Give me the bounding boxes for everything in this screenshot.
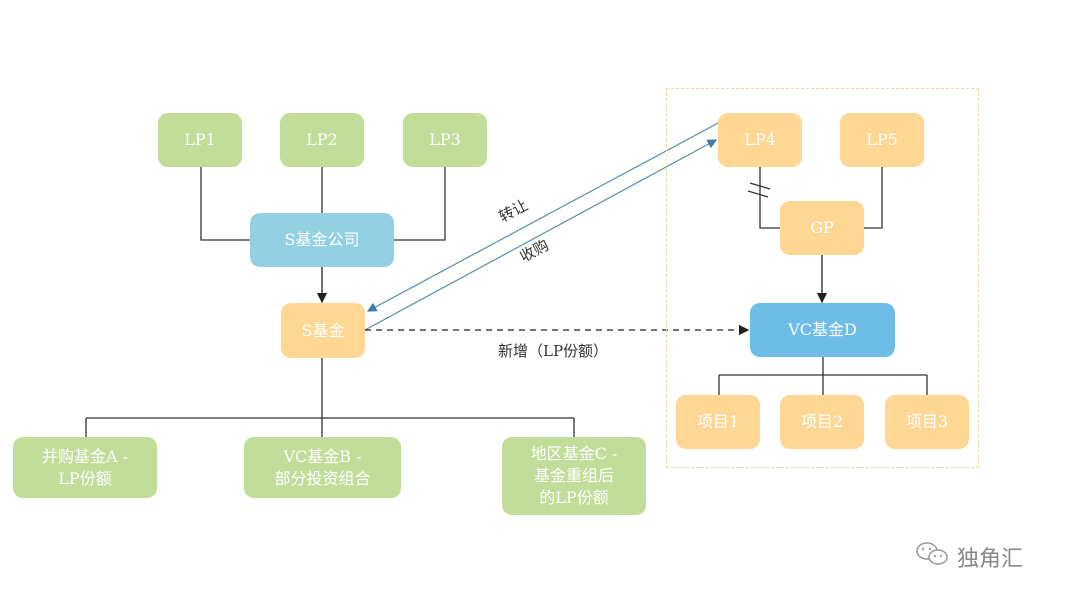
- node-s-fund-company: S基金公司: [250, 213, 394, 267]
- lp-to-s-company-lines: [200, 165, 446, 241]
- node-lp3: LP3: [403, 113, 487, 167]
- edge-label-new-lp: 新增（LP份额）: [498, 342, 609, 360]
- node-lp4: LP4: [718, 113, 802, 167]
- watermark: 独角汇: [915, 540, 1023, 574]
- vc-d-to-projects-lines: [718, 356, 928, 395]
- node-project-3: 项目3: [885, 395, 969, 449]
- node-lp5: LP5: [840, 113, 924, 167]
- node-lp2: LP2: [280, 113, 364, 167]
- transfer-arrow: [366, 121, 721, 312]
- node-lp1: LP1: [158, 113, 242, 167]
- node-project-2: 项目2: [780, 395, 864, 449]
- s-fund-to-portfolio-lines: [85, 358, 575, 437]
- acquire-arrow: [364, 139, 718, 331]
- node-gp: GP: [780, 201, 864, 255]
- vc-fund-d-group-boundary: [666, 88, 979, 468]
- node-s-fund: S基金: [281, 303, 365, 358]
- node-vc-fund-d: VC基金D: [750, 303, 895, 357]
- break-mark-icon: [747, 182, 771, 198]
- node-fund-c: 地区基金C - 基金重组后 的LP份额: [502, 437, 646, 515]
- watermark-text: 独角汇: [957, 547, 1024, 572]
- node-fund-b: VC基金B - 部分投资组合: [244, 437, 401, 498]
- node-fund-a: 并购基金A - LP份额: [13, 437, 157, 498]
- node-project-1: 项目1: [676, 395, 760, 449]
- wechat-icon: [915, 540, 951, 574]
